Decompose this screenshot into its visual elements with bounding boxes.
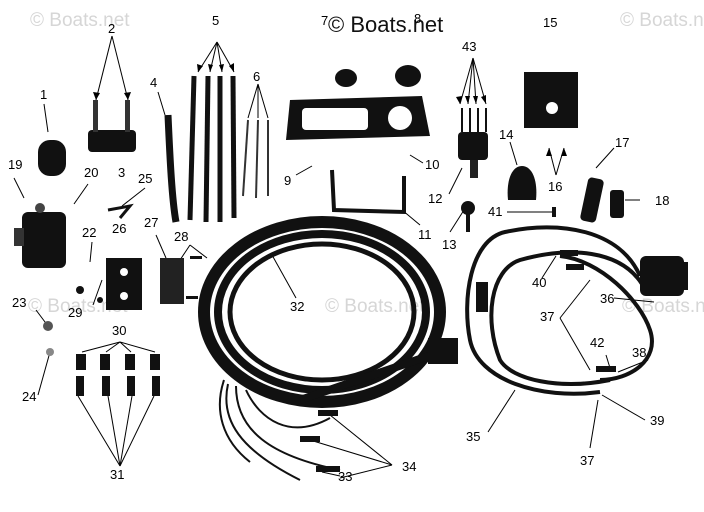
callout-27: 27 [144, 215, 159, 230]
part-32-harness [198, 216, 446, 408]
part-30-terminals [76, 354, 160, 396]
part-24 [46, 348, 54, 356]
callout-7: 7 [321, 13, 329, 28]
callout-39: 39 [650, 413, 665, 428]
callout-43: 43 [462, 39, 477, 54]
callout-26: 26 [112, 221, 127, 236]
callout-15: 15 [543, 15, 558, 30]
callout-37-upper: 37 [540, 309, 555, 324]
part-5-cable-ties [187, 75, 237, 223]
part-17-sleeve [580, 177, 604, 223]
callout-40: 40 [532, 275, 547, 290]
part-18-cap [610, 190, 624, 218]
part-35-harness [465, 225, 654, 396]
callout-5: 5 [212, 13, 220, 28]
part-22 [76, 286, 84, 294]
callout-41: 41 [488, 204, 503, 219]
callout-12: 12 [428, 191, 443, 206]
part-29 [97, 297, 103, 303]
callout-30: 30 [112, 323, 127, 338]
callout-22: 22 [82, 225, 97, 240]
callout-32: 32 [290, 299, 305, 314]
part-7-plug [335, 69, 357, 87]
callout-11: 11 [418, 227, 432, 242]
part-1-boot [38, 140, 66, 176]
callout-2: 2 [108, 21, 116, 36]
callout-19: 19 [8, 157, 23, 172]
part-19-solenoid [14, 203, 66, 268]
part-26-plate [106, 258, 142, 310]
leader-lines [13, 35, 655, 479]
part-15-plate [524, 72, 578, 128]
callout-9: 9 [284, 173, 292, 188]
callout-23: 23 [12, 295, 27, 310]
callout-14: 14 [499, 127, 514, 142]
harness-fuse [476, 282, 488, 312]
part-34-leads [218, 379, 341, 481]
callout-4: 4 [150, 75, 158, 90]
callout-18: 18 [655, 193, 670, 208]
watermark-main: © Boats.net [328, 12, 444, 37]
part-11-bracket [330, 169, 406, 215]
part-23 [43, 321, 53, 331]
watermark-mid-center: © Boats.net [325, 296, 425, 317]
callout-1: 1 [40, 87, 48, 102]
callout-17: 17 [615, 135, 630, 150]
callout-3: 3 [118, 165, 126, 180]
part-4-tube [164, 114, 180, 223]
callout-8: 8 [414, 11, 422, 26]
part-25-connector [107, 203, 134, 219]
callout-38: 38 [632, 345, 647, 360]
watermark-top-right: © Boats.net [620, 10, 704, 31]
part-3-bracket [88, 100, 136, 152]
callout-24: 24 [22, 389, 37, 404]
callout-6: 6 [253, 69, 261, 84]
harness-connector [428, 338, 458, 364]
part-6-thin-ties [242, 119, 269, 199]
callout-20: 20 [84, 165, 99, 180]
callout-25: 25 [138, 171, 153, 186]
callout-29: 29 [68, 305, 83, 320]
callout-42: 42 [590, 335, 605, 350]
part-13-key [461, 201, 475, 232]
part-14-cap [507, 166, 537, 200]
callout-35: 35 [466, 429, 481, 444]
callout-31: 31 [110, 467, 125, 482]
harness-plug [640, 256, 688, 296]
callout-34: 34 [402, 459, 417, 474]
part-8-plug [395, 65, 421, 87]
callout-37-lower: 37 [580, 453, 595, 468]
part-33-terminals [300, 410, 340, 472]
callout-36: 36 [600, 291, 615, 306]
callout-16: 16 [548, 179, 563, 194]
callout-13: 13 [442, 237, 457, 252]
watermark-top-left: © Boats.net [30, 10, 130, 31]
leader-arrows [93, 63, 567, 156]
harness-terminals [552, 207, 616, 372]
part-27-bracket [160, 258, 184, 304]
callout-28: 28 [174, 229, 189, 244]
callout-33: 33 [338, 469, 353, 484]
part-28-screws [186, 256, 202, 299]
callout-10: 10 [425, 157, 440, 172]
part-9-panel [286, 96, 430, 140]
part-12-switch [458, 108, 488, 178]
